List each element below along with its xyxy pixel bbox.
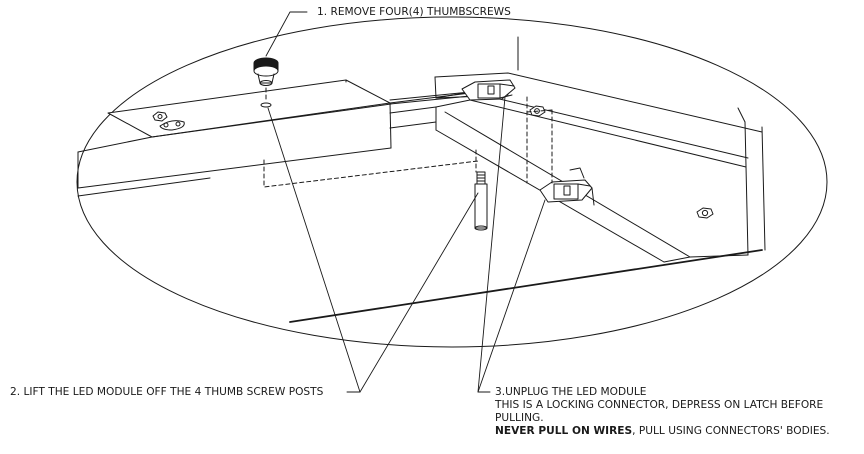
callout-step3: 3.UNPLUG THE LED MODULE THIS IS A LOCKIN… (495, 386, 830, 438)
callout-step3-line1: 3.UNPLUG THE LED MODULE (495, 386, 647, 398)
detail-ellipse (76, 16, 828, 348)
hex-nut-front (696, 207, 714, 219)
hex-nut-left (152, 111, 168, 122)
leader-step3a (477, 96, 506, 393)
callout-step3-line2: THIS IS A LOCKING CONNECTOR, DEPRESS ON … (495, 399, 824, 411)
keyhole-slot (159, 120, 185, 131)
dashed-guides (263, 87, 553, 188)
led-wire (389, 91, 471, 105)
leader-step2b (359, 192, 479, 393)
callout-step3-warning: NEVER PULL ON WIRES, PULL USING CONNECTO… (495, 425, 830, 438)
leader-step1 (265, 11, 308, 57)
upper-connector (461, 79, 516, 101)
hex-nut-back (529, 105, 546, 117)
callout-step1: 1. REMOVE FOUR(4) THUMBSCREWS (317, 6, 511, 18)
leader-step3b (477, 199, 546, 393)
housing-back-wall (517, 36, 766, 256)
housing-floor (289, 249, 763, 323)
callout-step2: 2. LIFT THE LED MODULE OFF THE 4 THUMB S… (10, 386, 324, 398)
led-module (77, 79, 471, 197)
lower-connector (539, 167, 595, 206)
thumb-screw-post (474, 171, 488, 231)
housing-right-rail (434, 72, 763, 263)
thumbscrew (253, 57, 279, 108)
leader-step2a (267, 107, 361, 393)
warning-rest-text: , PULL USING CONNECTORS' BODIES. (632, 425, 830, 437)
leader-lines (265, 11, 546, 393)
callout-step3-line3: PULLING. (495, 412, 544, 424)
warning-bold-text: NEVER PULL ON WIRES (495, 425, 633, 437)
